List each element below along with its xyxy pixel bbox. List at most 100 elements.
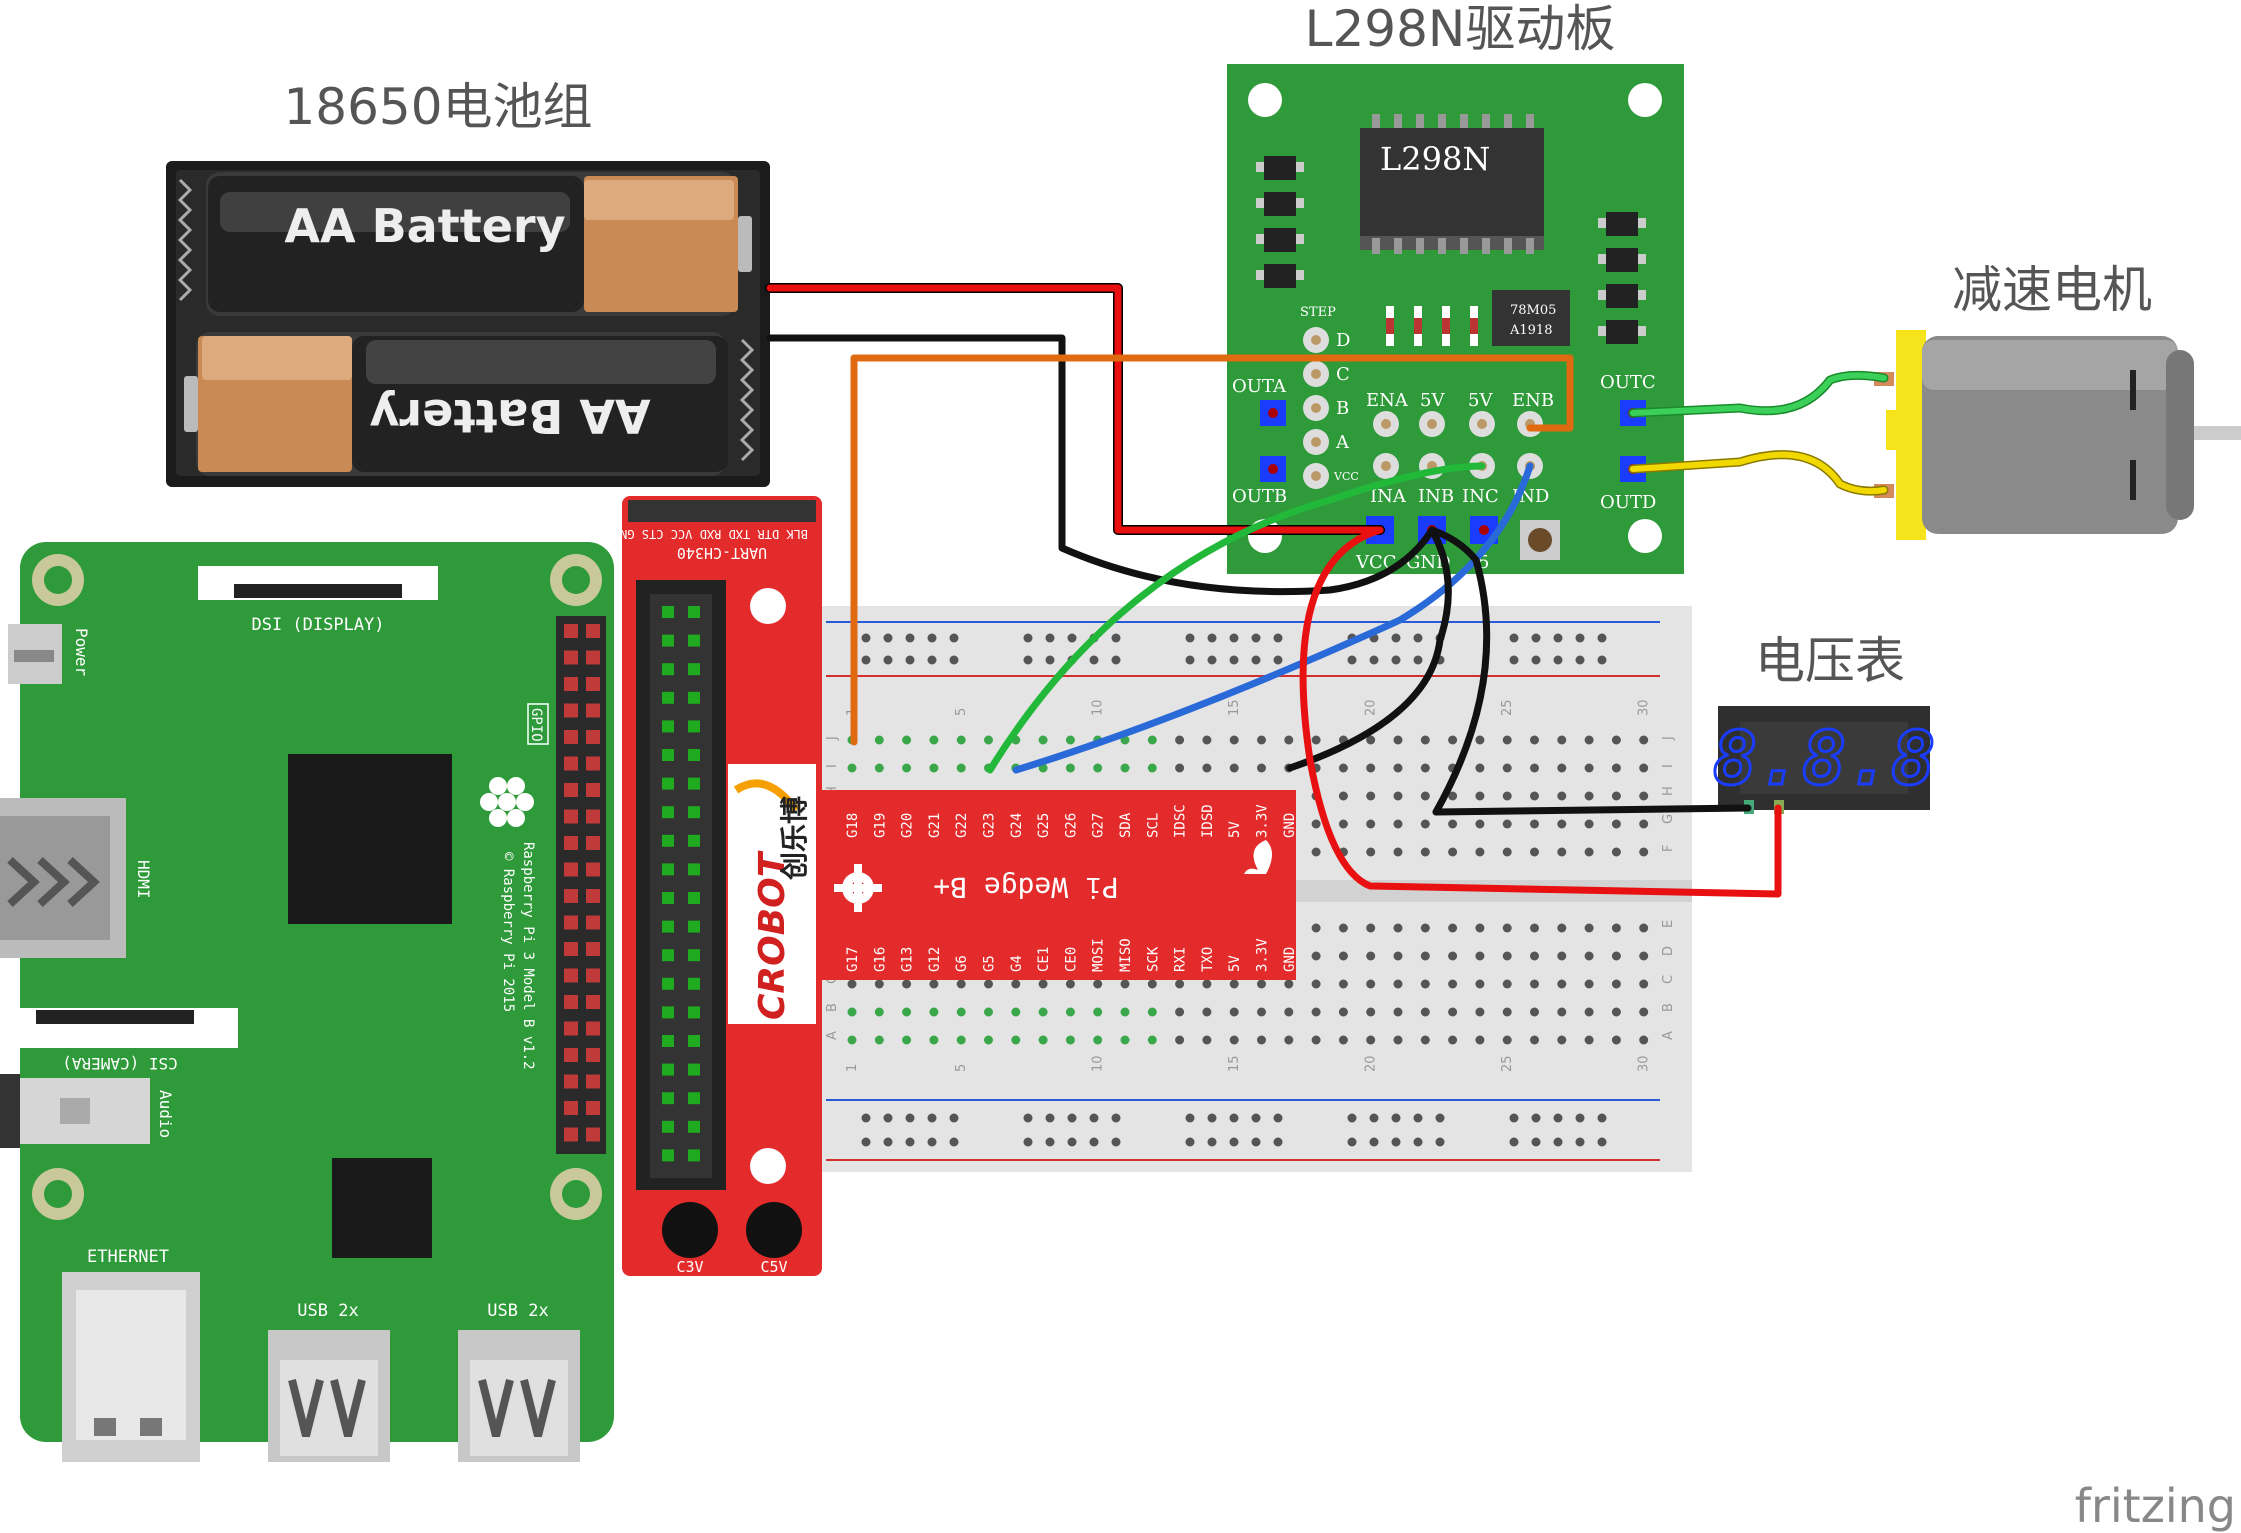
column-number: 15 (1227, 1055, 1242, 1072)
breadboard-hole (1284, 735, 1294, 745)
mount-hole (1628, 83, 1662, 117)
adapter-pin (688, 720, 700, 733)
gpio-pin (564, 915, 578, 930)
column-number: 5 (954, 708, 969, 716)
adapter-pin (662, 749, 674, 761)
diodes-left (1256, 156, 1304, 288)
breadboard-hole (1611, 979, 1621, 989)
breadboard-hole (929, 1007, 939, 1017)
rail-hole (1207, 1113, 1217, 1123)
rail-hole (1023, 655, 1033, 665)
breadboard-hole (1530, 1007, 1539, 1017)
adapter-pin (662, 1035, 674, 1047)
breadboard-hole (1584, 791, 1594, 801)
column-number: 10 (1091, 1055, 1106, 1072)
breadboard-hole (1011, 1035, 1021, 1045)
gpio-pin (586, 836, 600, 850)
breadboard-hole (1475, 923, 1485, 933)
gpio-pin (586, 1074, 600, 1089)
breadboard-hole (1393, 847, 1403, 857)
breadboard-hole (1147, 1007, 1157, 1017)
rail-hole (1347, 655, 1357, 665)
pin-b-label: B (1336, 398, 1349, 419)
column-number: 30 (1637, 1055, 1652, 1072)
gpio-pin (586, 968, 600, 983)
breadboard-hole (1639, 979, 1649, 989)
breadboard-hole (1639, 819, 1649, 829)
wire-blue (1012, 462, 1534, 774)
breadboard-hole (984, 1035, 993, 1045)
rail-hole (1553, 1137, 1563, 1147)
breadboard-hole (1311, 1035, 1321, 1045)
rail-hole (1207, 1137, 1217, 1147)
breadboard-hole (1530, 1035, 1539, 1045)
mount-hole (750, 588, 786, 624)
wedge-bottom-pin-label: MISO (1118, 938, 1134, 972)
breadboard-hole (1393, 951, 1403, 961)
breadboard-hole (874, 979, 884, 989)
breadboard-hole (874, 1007, 884, 1017)
breadboard-hole (1557, 951, 1567, 961)
breadboard-hole (1584, 1007, 1594, 1017)
breadboard-hole (1557, 735, 1567, 745)
breadboard-hole (1475, 1035, 1485, 1045)
adapter-pin (688, 1092, 700, 1105)
resistors (1386, 306, 1478, 346)
gpio-pin (586, 756, 600, 771)
rail-hole (1207, 633, 1217, 643)
wedge-bottom-pin-label: RXI (1173, 947, 1189, 972)
adapter-pin (662, 949, 674, 962)
rail-hole (1597, 655, 1607, 665)
c3v-label: C3V (676, 1258, 703, 1276)
breadboard-hole (1038, 735, 1048, 745)
adapter-pin (662, 1120, 674, 1133)
breadboard-hole (1147, 735, 1157, 745)
breadboard-hole (1448, 979, 1458, 989)
rail-hole (949, 655, 959, 665)
wire-black-voltmeter (1432, 804, 1752, 816)
breadboard-hole (1038, 979, 1048, 989)
rail-hole (1391, 1137, 1401, 1147)
rail-hole (1531, 633, 1541, 643)
gpio-pin (586, 942, 600, 956)
breadboard-hole (1420, 735, 1430, 745)
rail-hole (883, 655, 893, 665)
breadboard-hole (1202, 1007, 1212, 1017)
breadboard-hole (1120, 979, 1130, 989)
breadboard-hole (1639, 791, 1649, 801)
breadboard-hole (956, 1035, 966, 1045)
rail-hole (1435, 1137, 1445, 1147)
rail-hole (1553, 1113, 1563, 1123)
breadboard-hole (1530, 847, 1539, 857)
power-label: Power (72, 628, 91, 677)
rail-hole (1509, 1137, 1519, 1147)
breadboard-hole (1093, 1035, 1103, 1045)
rail-hole (949, 1137, 959, 1147)
gpio-pin (564, 1127, 578, 1142)
gpio-pin (564, 995, 578, 1009)
rail-hole (1575, 1113, 1585, 1123)
breadboard-hole (1584, 819, 1594, 829)
rail-hole (1111, 633, 1121, 643)
breadboard-hole (1639, 847, 1649, 857)
jumper-c3v (662, 1202, 718, 1258)
rail-hole (949, 633, 959, 643)
adapter-pin (662, 806, 674, 819)
gpio-pin (586, 862, 600, 877)
pin-vcc-small-label: VCC (1333, 470, 1359, 483)
breadboard-hole (1366, 1007, 1376, 1017)
rail-hole (1597, 1113, 1607, 1123)
breadboard-hole (1639, 923, 1649, 933)
row-letter: A (1661, 1031, 1676, 1040)
wire-black-gnd (1286, 526, 1452, 772)
breadboard-hole (1257, 1007, 1266, 1017)
breadboard-hole (847, 1007, 857, 1017)
breadboard-hole (1448, 791, 1458, 801)
rail-hole (1531, 1137, 1541, 1147)
breadboard-hole (1557, 847, 1567, 857)
adapter-pin (662, 720, 674, 733)
breadboard-hole (1475, 791, 1485, 801)
rail-hole (1229, 1113, 1239, 1123)
gpio-pin (586, 1101, 600, 1115)
breadboard-hole (1093, 979, 1103, 989)
